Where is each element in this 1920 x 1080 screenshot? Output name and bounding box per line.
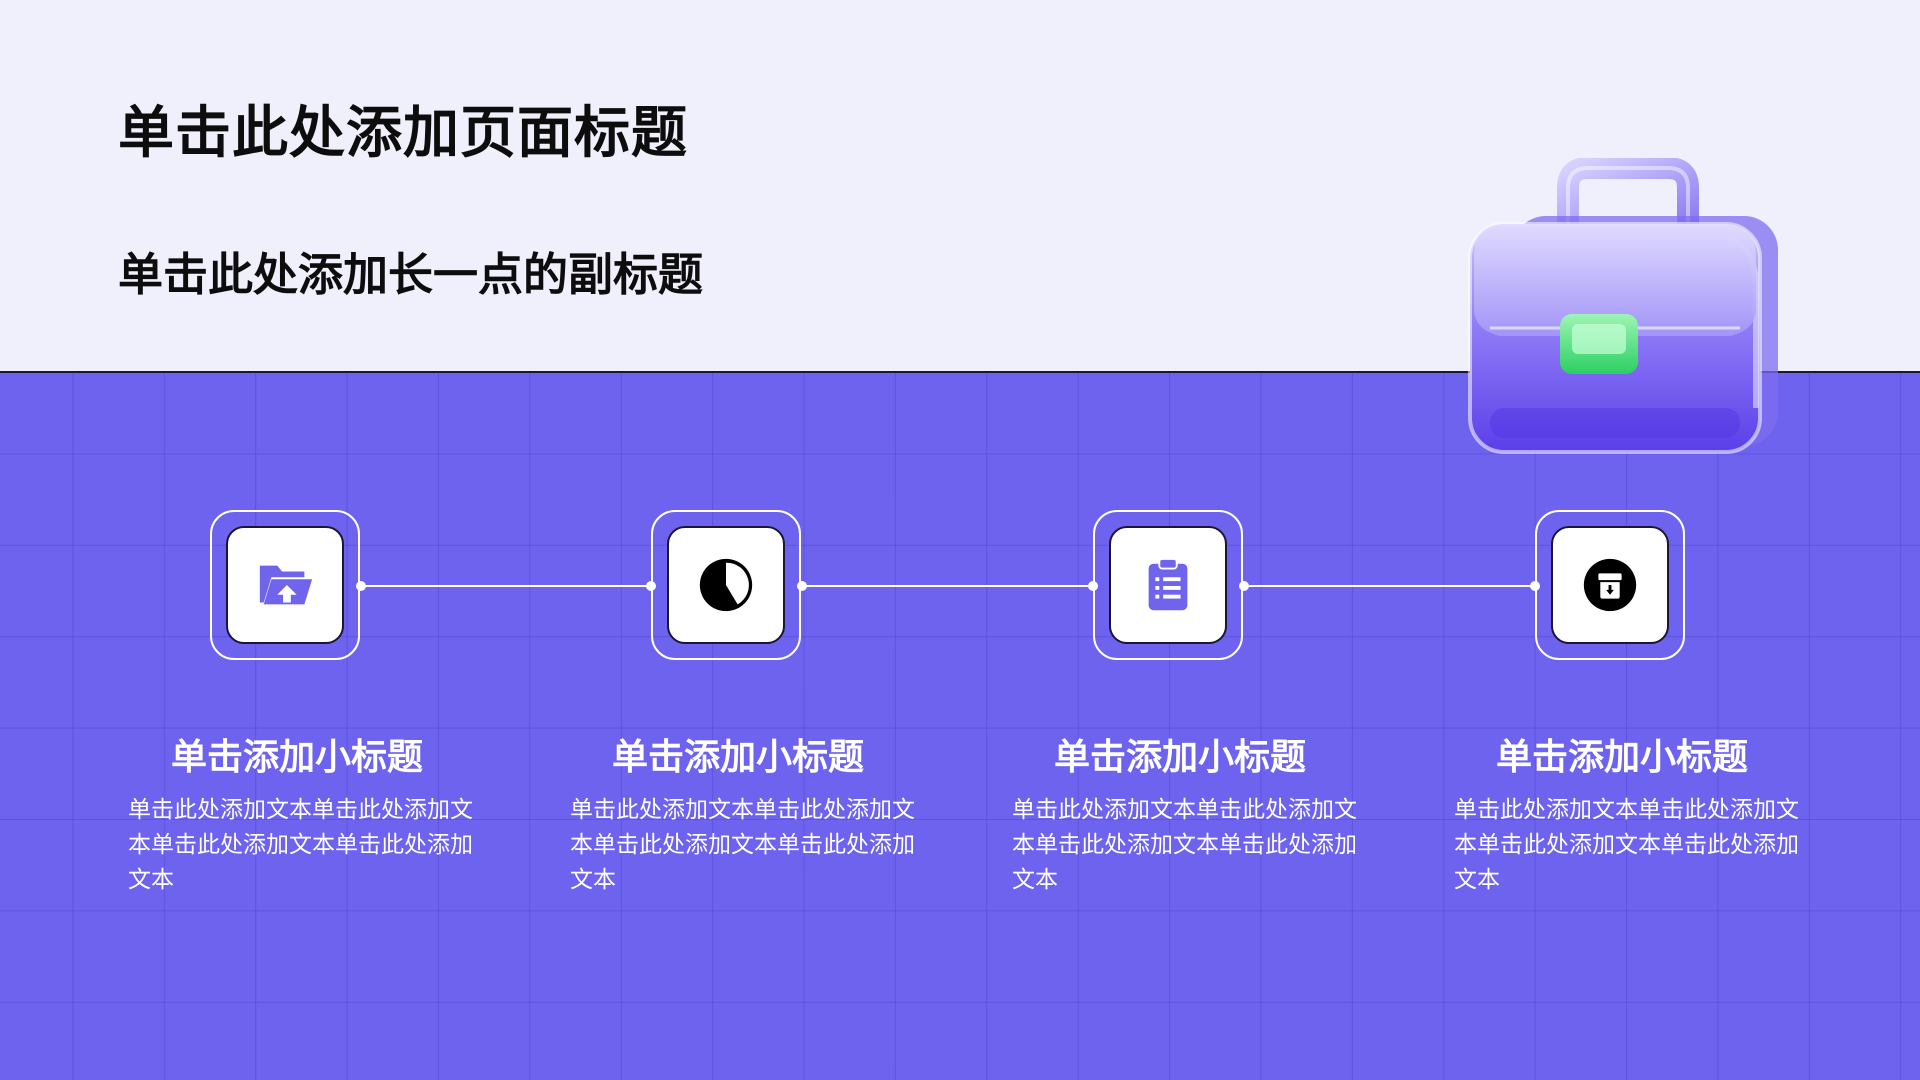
item-title[interactable]: 单击添加小标题 (1053, 737, 1306, 778)
item-title[interactable]: 单击添加小标题 (611, 737, 864, 778)
item-icon-frame (1093, 510, 1243, 660)
briefcase-icon (1468, 158, 1778, 454)
item-icon-frame (210, 510, 360, 660)
content-grid-background (0, 371, 1920, 1080)
item-icon-box[interactable] (1109, 526, 1227, 644)
timeline-dot (797, 581, 807, 591)
timeline-connector (362, 585, 652, 587)
item-text[interactable]: 单击此处添加文本单击此处添加文本单击此处添加文本单击此处添加文本 (1454, 797, 1799, 893)
item-icon-box[interactable] (667, 526, 785, 644)
clipboard-list-icon (1148, 557, 1188, 611)
item-icon-frame (1535, 510, 1685, 660)
item-icon-box[interactable] (226, 526, 344, 644)
pie-chart-icon (699, 558, 753, 612)
item-text[interactable]: 单击此处添加文本单击此处添加文本单击此处添加文本单击此处添加文本 (128, 797, 473, 893)
item-text[interactable]: 单击此处添加文本单击此处添加文本单击此处添加文本单击此处添加文本 (570, 797, 915, 893)
item-text[interactable]: 单击此处添加文本单击此处添加文本单击此处添加文本单击此处添加文本 (1012, 797, 1357, 893)
item-title[interactable]: 单击添加小标题 (170, 737, 423, 778)
item-icon-box[interactable] (1551, 526, 1669, 644)
item-icon-frame (651, 510, 801, 660)
timeline-connector (803, 585, 1093, 587)
archive-download-icon (1583, 558, 1637, 612)
timeline-dot (1239, 581, 1249, 591)
page-subtitle[interactable]: 单击此处添加长一点的副标题 (118, 248, 704, 301)
timeline-dot (356, 581, 366, 591)
page-title[interactable]: 单击此处添加页面标题 (118, 101, 688, 166)
item-title[interactable]: 单击添加小标题 (1495, 737, 1748, 778)
folder-upload-icon (259, 565, 313, 605)
timeline-connector (1245, 585, 1535, 587)
